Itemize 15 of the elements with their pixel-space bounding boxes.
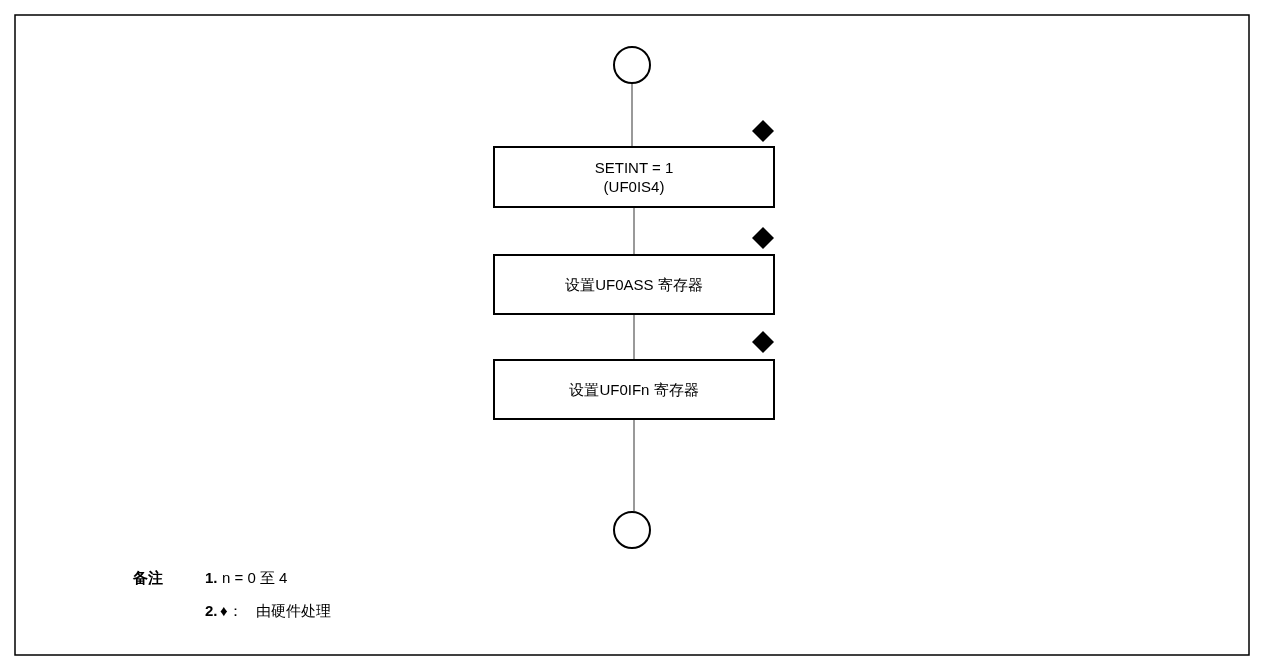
note-text: 由硬件处理 — [256, 602, 331, 620]
connector-line — [631, 83, 633, 147]
connector-line — [633, 314, 635, 360]
connector-line — [633, 207, 635, 255]
note-number: 2. — [205, 602, 218, 620]
note-number: 1. — [205, 569, 218, 587]
note-text: n = 0 至 4 — [222, 569, 288, 587]
process-box: SETINT = 1 (UF0IS4) — [493, 146, 775, 208]
note-heading: 备注 — [133, 569, 163, 587]
note-symbol: ♦： — [220, 602, 243, 620]
process-box: 设置UF0IFn 寄存器 — [493, 359, 775, 420]
terminal-circle — [613, 511, 651, 549]
connector-line — [633, 419, 635, 512]
terminal-circle — [613, 46, 651, 84]
process-box: 设置UF0ASS 寄存器 — [493, 254, 775, 315]
